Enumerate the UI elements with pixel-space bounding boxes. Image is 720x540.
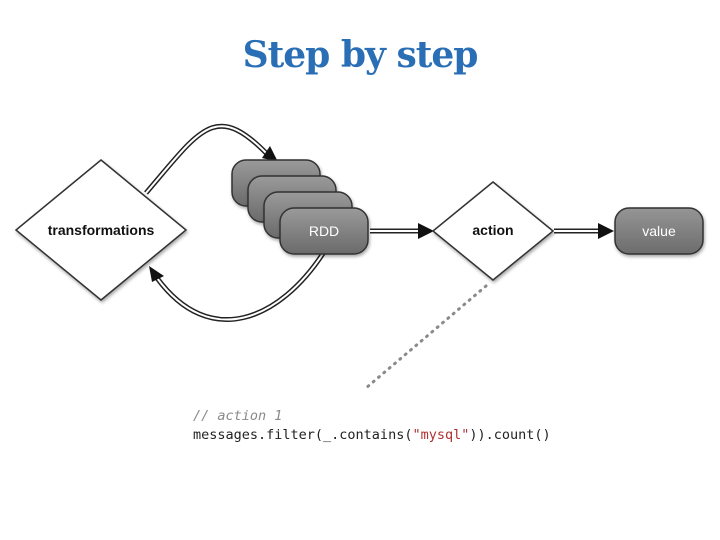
arrow-action-to-value <box>554 223 614 239</box>
arrow-rdd-to-action <box>370 223 434 239</box>
code-comment: // action 1 <box>193 408 283 424</box>
loop-arrow-to-rdd <box>144 123 278 195</box>
dotted-pointer <box>364 284 488 390</box>
code-line-string: "mysql" <box>412 427 470 443</box>
action-label: action <box>472 222 513 238</box>
loop-arrow-to-transformations <box>149 250 327 322</box>
transformations-node: transformations <box>14 159 188 301</box>
value-label: value <box>642 223 676 239</box>
rdd-label: RDD <box>309 223 339 239</box>
value-node: value <box>614 207 704 255</box>
code-line: messages.filter(_.contains("mysql")).cou… <box>193 427 551 443</box>
transformations-label: transformations <box>48 222 155 238</box>
code-line-suffix: )).count() <box>469 427 551 443</box>
code-line-prefix: messages.filter(_.contains( <box>193 427 413 443</box>
page-title: Step by step <box>242 34 479 76</box>
rdd-stack: RDD <box>231 159 369 255</box>
action-node: action <box>431 181 555 281</box>
